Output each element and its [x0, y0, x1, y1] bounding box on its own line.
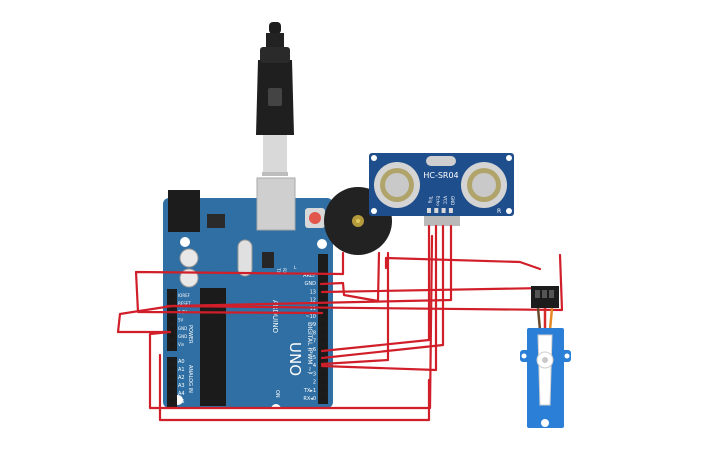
power-pin-label: GND: [178, 334, 187, 339]
power-jack: [168, 190, 200, 232]
microcontroller-chip: [200, 288, 226, 406]
digital-pin-label: 7: [313, 339, 316, 345]
sensor-pin-label: Echo: [435, 196, 440, 206]
wires: [116, 224, 564, 422]
digital-pin-label: ~5: [309, 355, 316, 361]
digital-pin-label: ~3: [309, 371, 316, 377]
digital-pin-socket[interactable]: [321, 330, 325, 335]
analog-header: [167, 357, 177, 407]
digital-pin-socket[interactable]: [321, 322, 325, 327]
board-arduino-label: ARDUINO: [271, 300, 279, 333]
sensor-pin-label: VCC: [443, 196, 448, 205]
sensor-name: HC-SR04: [423, 171, 458, 180]
digital-pin-socket[interactable]: [321, 314, 325, 318]
digital-pin-label: 4: [313, 363, 316, 369]
analog-pin-label: A2: [178, 375, 185, 381]
wire-analog-ground: [148, 234, 434, 410]
sensor-pin-label: Trig: [428, 195, 433, 204]
wire-servo-vcc: [165, 253, 564, 312]
power-pin-socket[interactable]: [170, 325, 174, 330]
board-l-label: L: [294, 265, 297, 271]
servo-motor[interactable]: [520, 286, 571, 428]
analog-pin-socket[interactable]: [170, 399, 174, 403]
analog-pin-label: A4: [178, 391, 185, 397]
power-pin-label: Vin: [178, 342, 185, 347]
power-pin-label: RESET: [178, 301, 191, 306]
digital-pin-label: TX▸1: [303, 388, 316, 394]
digital-pin-label: 12: [310, 298, 316, 304]
board-tx-label: TX: [275, 267, 281, 274]
digital-pin-socket[interactable]: [321, 387, 325, 392]
digital-pin-socket[interactable]: [321, 371, 325, 376]
digital-pin-label: 8: [313, 330, 316, 336]
digital-pin-socket[interactable]: [321, 273, 325, 277]
power-pin-label: IOREF: [178, 293, 191, 298]
wire-servo-gnd: [384, 256, 542, 271]
analog-pin-label: A5: [178, 399, 185, 405]
digital-pin-socket[interactable]: [321, 396, 325, 400]
wire-sensor-vcc: [320, 224, 445, 360]
power-pin-socket[interactable]: [170, 334, 174, 338]
board-rx-label: RX: [281, 268, 287, 274]
power-pin-socket[interactable]: [170, 301, 174, 306]
sensor-pin[interactable]: [441, 208, 446, 213]
digital-pin-label: GND: [305, 281, 317, 287]
power-pin-label: 5V: [178, 318, 184, 323]
analog-pin-socket[interactable]: [170, 391, 174, 395]
analog-pin-label: A3: [178, 383, 185, 389]
sensor-pin-label: GND: [450, 196, 455, 205]
power-pin-socket[interactable]: [170, 342, 174, 347]
sensor-r-label: R: [497, 208, 501, 215]
analog-pin-socket[interactable]: [170, 367, 174, 371]
wire-bottom-loop: [158, 353, 431, 422]
sensor-pin[interactable]: [448, 208, 453, 213]
digital-pin-label: AREF: [303, 273, 316, 279]
power-pin-label: GND: [178, 326, 187, 331]
board-on-label: ON: [274, 390, 280, 398]
digital-pin-label: 13: [310, 289, 316, 295]
board-power-label: POWER: [187, 325, 193, 344]
wire-gnd-main: [319, 251, 381, 303]
digital-pin-label: RX◂0: [303, 396, 316, 402]
analog-pin-socket[interactable]: [170, 375, 174, 379]
digital-pin-label: ~9: [309, 322, 316, 328]
wire-servo-5v: [320, 251, 390, 366]
digital-pin-socket[interactable]: [321, 346, 325, 351]
power-pin-socket[interactable]: [170, 317, 174, 322]
usb-cable[interactable]: [256, 22, 294, 176]
digital-pin-label: ~11: [305, 306, 316, 312]
reset-button-cap[interactable]: [309, 212, 321, 224]
digital-header: [318, 254, 328, 404]
board-analog-label: ANALOG IN: [187, 365, 193, 393]
digital-pin-socket[interactable]: [321, 297, 325, 302]
arduino-board[interactable]: UNO ARDUINO DIGITAL (PWM ~) ANALOG IN PO…: [163, 177, 333, 414]
analog-pin-label: A0: [178, 359, 185, 365]
wire-buzzer: [134, 251, 345, 315]
board-digital-label: DIGITAL (PWM ~): [306, 322, 313, 374]
power-pin-socket[interactable]: [170, 293, 174, 297]
digital-pin-label: 2: [313, 380, 316, 386]
wire-sensor-echo: [320, 224, 438, 372]
analog-pin-socket[interactable]: [170, 359, 174, 363]
sensor-pin[interactable]: [427, 208, 431, 213]
usb-socket: [256, 177, 296, 231]
sensor-pin[interactable]: [434, 208, 439, 213]
digital-pin-socket[interactable]: [321, 379, 325, 384]
sensor-crystal: [426, 156, 456, 166]
analog-pin-socket[interactable]: [170, 383, 174, 387]
digital-pin-socket[interactable]: [321, 338, 325, 343]
digital-pin-label: ~10: [305, 314, 316, 320]
analog-pin-label: A1: [178, 367, 185, 373]
digital-pin-label: ~6: [309, 347, 316, 353]
board-uno-label: UNO: [286, 342, 304, 376]
wire-sensor-gnd: [116, 224, 453, 334]
servo-horn[interactable]: [537, 334, 553, 406]
